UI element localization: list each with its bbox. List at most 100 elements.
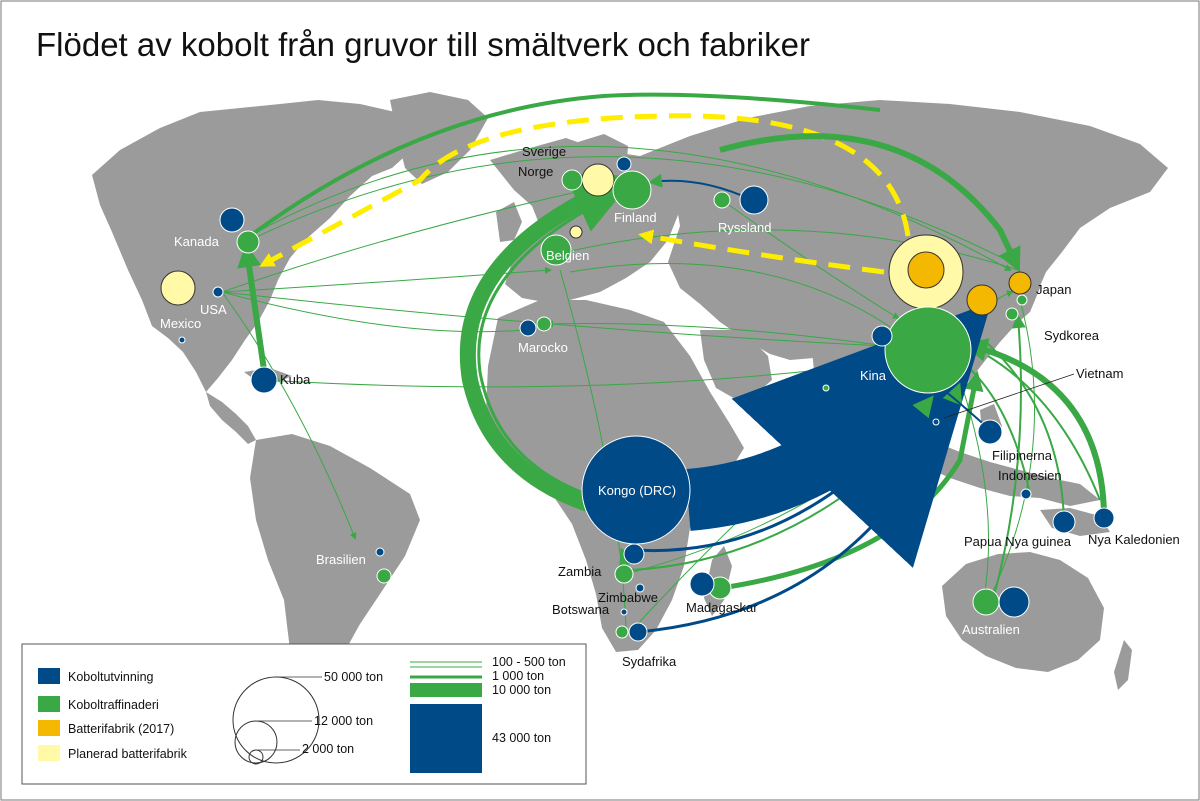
label-sverige: Sverige bbox=[522, 144, 566, 159]
circle-battery-japan bbox=[1008, 271, 1032, 295]
circle-refinery-ryssland bbox=[713, 191, 731, 209]
circle-refinery-zambia bbox=[614, 564, 634, 584]
legend-label-battery: Batterifabrik (2017) bbox=[68, 722, 174, 736]
legend-flow-huge bbox=[410, 704, 482, 773]
circle-mining-vietnam bbox=[932, 418, 940, 426]
legend-circle-small bbox=[248, 749, 264, 765]
circle-refinery-kina bbox=[884, 306, 972, 394]
legend-size-large: 50 000 ton bbox=[324, 670, 383, 684]
label-madagaskar: Madagaskar bbox=[686, 600, 758, 615]
flow-kongo-finland bbox=[459, 173, 636, 512]
legend-swatch-planned bbox=[38, 745, 60, 761]
label-kongo: Kongo (DRC) bbox=[598, 483, 676, 498]
circle-mining-ryssland bbox=[739, 185, 769, 215]
circle-mining-brasilien bbox=[375, 547, 385, 557]
circle-mining-indonesien bbox=[1020, 488, 1032, 500]
flow-kanada-ryssland bbox=[248, 92, 881, 238]
label-sydkorea: Sydkorea bbox=[1044, 328, 1100, 343]
label-ryssland: Ryssland bbox=[718, 220, 771, 235]
circle-refinery-australien bbox=[972, 588, 1000, 616]
circle-refinery-belgien bbox=[540, 234, 572, 266]
legend-label-mining: Koboltutvinning bbox=[68, 670, 154, 684]
circle-mining-kuba bbox=[250, 366, 278, 394]
leader-vietnam bbox=[943, 373, 1075, 419]
label-zambia: Zambia bbox=[558, 564, 602, 579]
label-nya-kaledonien: Nya Kaledonien bbox=[1088, 532, 1180, 547]
circle-refinery-marocko bbox=[536, 316, 552, 332]
circle-mining-finland bbox=[616, 156, 632, 172]
flow-kina-japan-major bbox=[719, 133, 1021, 273]
circle-refinery-indien bbox=[822, 384, 830, 392]
circle-planned-usa bbox=[160, 270, 196, 306]
map-title: Flödet av kobolt från gruvor till smältv… bbox=[36, 26, 810, 63]
flow-usa-marocko bbox=[221, 291, 526, 333]
label-vietnam: Vietnam bbox=[1076, 366, 1123, 381]
label-brasilien: Brasilien bbox=[316, 552, 366, 567]
label-zimbabwe: Zimbabwe bbox=[598, 590, 658, 605]
legend-box bbox=[21, 643, 587, 785]
land-central-america bbox=[206, 392, 256, 444]
label-botswana: Botswana bbox=[552, 602, 610, 617]
legend-swatch-mining bbox=[38, 668, 60, 684]
flow-nya-kaledonien-kina-2 bbox=[987, 355, 1101, 501]
flow-planned-kina-kanada bbox=[259, 113, 911, 267]
circle-mining-kanada bbox=[219, 207, 245, 233]
circle-battery-sydkorea bbox=[966, 284, 998, 316]
flow-nya-kaledonien-kina bbox=[963, 338, 1107, 513]
label-norge: Norge bbox=[518, 164, 553, 179]
circle-battery-kina bbox=[907, 251, 945, 289]
circle-mining-nya-kaledonien bbox=[1093, 507, 1115, 529]
circle-mining-marocko bbox=[519, 319, 537, 337]
circle-mining-australien bbox=[998, 586, 1030, 618]
label-australien: Australien bbox=[962, 622, 1020, 637]
flow-kongo-zambia bbox=[633, 395, 934, 553]
label-kina: Kina bbox=[860, 368, 887, 383]
label-usa: USA bbox=[200, 302, 227, 317]
flow-usa-finland bbox=[221, 183, 606, 293]
circle-mining-mexico bbox=[178, 336, 186, 344]
label-filipinerna: Filipinerna bbox=[992, 448, 1053, 463]
legend-swatch-battery bbox=[38, 720, 60, 736]
legend-flow-1000-label: 1 000 ton bbox=[492, 669, 544, 683]
label-papua: Papua Nya guinea bbox=[964, 534, 1072, 549]
label-belgien: Belgien bbox=[546, 248, 589, 263]
label-indonesien: Indonesien bbox=[998, 468, 1062, 483]
battery-circles bbox=[907, 251, 1032, 316]
flow-kanada-japan bbox=[245, 145, 1012, 271]
label-japan: Japan bbox=[1036, 282, 1071, 297]
place-labels: Sverige Norge Finland Ryssland Belgien K… bbox=[160, 144, 1180, 669]
major-green-flow bbox=[459, 173, 636, 512]
circle-mining-sydafrika bbox=[628, 622, 648, 642]
flow-australien-sydkorea bbox=[993, 314, 1026, 597]
circle-refinery-finland bbox=[612, 170, 652, 210]
label-mexico: Mexico bbox=[160, 316, 201, 331]
circle-mining-zambia bbox=[623, 543, 645, 565]
legend-size-small: 2 000 ton bbox=[302, 742, 354, 756]
legend-label-refinery: Koboltraffinaderi bbox=[68, 698, 159, 712]
legend-label-planned: Planerad batterifabrik bbox=[68, 747, 188, 761]
circle-mining-usa bbox=[212, 286, 224, 298]
legend-flow-10000-label: 10 000 ton bbox=[492, 683, 551, 697]
planned-flows bbox=[259, 113, 911, 275]
land-new-zealand bbox=[1114, 640, 1132, 690]
flow-australien-japan bbox=[989, 299, 1035, 599]
flow-sydafrika-kina-blue bbox=[637, 382, 963, 634]
label-kuba: Kuba bbox=[280, 372, 311, 387]
circle-refinery-brasilien bbox=[376, 568, 392, 584]
legend: Koboltutvinning Koboltraffinaderi Batter… bbox=[21, 643, 587, 785]
circle-mining-zimbabwe bbox=[635, 583, 645, 593]
label-finland: Finland bbox=[614, 210, 657, 225]
circle-mining-filipinerna bbox=[977, 419, 1003, 445]
land-greenland bbox=[390, 92, 488, 184]
circle-mining-papua bbox=[1052, 510, 1076, 534]
flow-kongo-kina bbox=[685, 302, 992, 568]
legend-flow-43000-label: 43 000 ton bbox=[492, 731, 551, 745]
legend-circle-medium bbox=[234, 720, 278, 764]
legend-size-medium: 12 000 ton bbox=[314, 714, 373, 728]
circle-refinery-sydafrika bbox=[615, 625, 629, 639]
flow-usa-brasilien bbox=[221, 291, 357, 540]
circle-refinery-norge bbox=[561, 169, 583, 191]
flow-papua-kina bbox=[985, 341, 1065, 521]
